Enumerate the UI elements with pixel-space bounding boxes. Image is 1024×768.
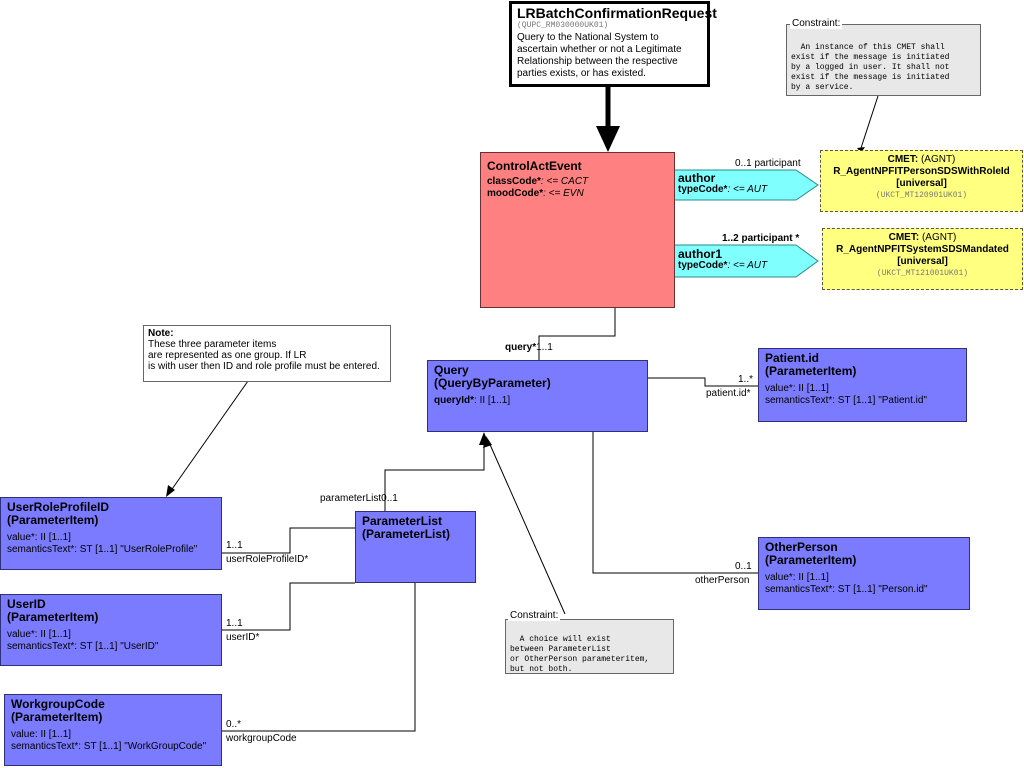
query-link-label: query*1..1 <box>505 342 553 353</box>
workgroup-attr1: value: II [1..1] <box>11 729 72 740</box>
workgroup-role: workgroupCode <box>226 733 297 744</box>
user-id-box: UserID (ParameterItem) value*: II [1..1]… <box>0 594 222 666</box>
workgroup-code-box: WorkgroupCode (ParameterItem) value: II … <box>4 694 222 766</box>
constraint1-pointer <box>860 95 879 149</box>
patient-id-box: Patient.id (ParameterItem) value*: II [1… <box>758 348 967 422</box>
workgroup-title: WorkgroupCode <box>11 697 105 711</box>
control-act-title: ControlActEvent <box>487 159 582 173</box>
other-person-box: OtherPerson (ParameterItem) value*: II [… <box>758 537 970 610</box>
user-id-mult: 1..1 <box>226 618 243 629</box>
parameter-group-note: Note: These three parameter items are re… <box>143 325 391 382</box>
workgroup-attr2: semanticsText*: ST [1..1] "WorkGroupCode… <box>11 741 207 752</box>
entry-title: LRBatchConfirmationRequest <box>517 5 717 21</box>
user-id-title: UserID <box>7 597 46 611</box>
user-role-mult: 1..1 <box>226 540 243 551</box>
user-role-link <box>222 527 355 554</box>
entry-arrow-head <box>596 126 620 152</box>
user-id-attr1: value*: II [1..1] <box>7 629 71 640</box>
cmet1-qualifier: [universal] <box>896 178 947 189</box>
other-person-attr1: value*: II [1..1] <box>765 572 829 583</box>
cmet2-name: R_AgentNPFITSystemSDSMandated <box>836 244 1009 255</box>
cmet2-code: (UKCT_MT121001UK01) <box>876 269 969 278</box>
patient-mult: 1..* <box>738 374 754 385</box>
user-role-attr2: semanticsText*: ST [1..1] "UserRoleProfi… <box>7 544 198 555</box>
constraint-note-cmet: An instance of this CMET shall exist if … <box>786 24 981 96</box>
constraint2-pointer <box>487 439 566 615</box>
entry-description: Query to the National System to ascertai… <box>517 32 682 79</box>
workgroup-subtitle: (ParameterItem) <box>11 710 103 724</box>
author-participant-label: 0..1 participant <box>735 158 801 169</box>
cmet-system-sds-box: CMET: (AGNT) R_AgentNPFITSystemSDSMandat… <box>822 228 1023 290</box>
user-id-role: userID* <box>226 632 260 643</box>
author1-name: author1 <box>678 247 723 261</box>
patient-link <box>648 377 758 387</box>
cmet1-name: R_AgentNPFITPersonSDSWithRoleId <box>833 166 1010 177</box>
parameter-list-title: ParameterList <box>362 514 443 528</box>
query-id-attr: queryId*: II [1..1] <box>434 395 511 406</box>
class-code-attr: classCode*: <= CACT <box>487 176 589 187</box>
constraint1-title: Constraint: <box>790 18 843 29</box>
user-role-subtitle: (ParameterItem) <box>7 513 99 527</box>
patient-attr2: semanticsText*: ST [1..1] "Patient.id" <box>765 395 927 406</box>
control-act-event-box: ControlActEvent classCode*: <= CACT mood… <box>480 152 675 308</box>
constraint2-title: Constraint: <box>508 610 561 621</box>
user-role-title: UserRoleProfileID <box>7 500 110 514</box>
workgroup-mult: 0..* <box>226 719 242 730</box>
patient-title: Patient.id <box>765 351 820 365</box>
entry-point-box: LRBatchConfirmationRequest (QUPC_RM03000… <box>509 1 717 87</box>
patient-subtitle: (ParameterItem) <box>765 364 857 378</box>
user-id-subtitle: (ParameterItem) <box>7 610 99 624</box>
author1-arrow: author1 typeCode*: <= AUT <box>678 247 768 271</box>
other-person-attr2: semanticsText*: ST [1..1] "Person.id" <box>765 584 928 595</box>
parameter-list-subtitle: (ParameterList) <box>362 527 451 541</box>
constraint-note-choice: A choice will exist between ParameterLis… <box>505 619 674 674</box>
cmet1-code: (UKCT_MT120901UK01) <box>875 191 968 200</box>
user-id-link <box>222 582 355 631</box>
patient-attr1: value*: II [1..1] <box>765 383 829 394</box>
other-person-title: OtherPerson <box>765 540 838 554</box>
author-arrow: author typeCode*: <= AUT <box>678 171 768 195</box>
user-role-profile-box: UserRoleProfileID (ParameterItem) value*… <box>0 497 222 570</box>
other-person-role: otherPerson <box>695 575 750 586</box>
parameter-list-link <box>384 436 485 511</box>
user-role-attr1: value*: II [1..1] <box>7 532 71 543</box>
note1-title: Note: <box>148 328 174 339</box>
cmet2-qualifier: [universal] <box>897 256 948 267</box>
cmet-person-sds-box: CMET: (AGNT) R_AgentNPFITPersonSDSWithRo… <box>820 150 1023 212</box>
constraint2-text: A choice will exist between ParameterLis… <box>510 635 650 674</box>
mood-code-attr: moodCode*: <= EVN <box>487 188 584 199</box>
workgroup-link <box>222 583 416 732</box>
parameter-list-box: ParameterList (ParameterList) <box>355 511 476 583</box>
author1-participant-label: 1..2 participant * <box>722 233 800 244</box>
query-link <box>538 307 616 360</box>
user-id-attr2: semanticsText*: ST [1..1] "UserID" <box>7 641 159 652</box>
other-person-subtitle: (ParameterItem) <box>765 553 857 567</box>
note1-text: These three parameter items are represen… <box>148 339 380 372</box>
query-subtitle: (QueryByParameter) <box>434 376 551 390</box>
entry-code: (QUPC_RM030000UK01) <box>517 21 609 30</box>
note1-pointer <box>169 380 249 493</box>
query-box: Query (QueryByParameter) queryId*: II [1… <box>427 360 648 432</box>
parameter-list-link-label: parameterList0..1 <box>320 493 398 504</box>
user-role-role: userRoleProfileID* <box>226 554 309 565</box>
constraint1-text: An instance of this CMET shall exist if … <box>791 43 950 92</box>
query-title: Query <box>434 363 469 377</box>
other-person-mult: 0..1 <box>735 561 752 572</box>
author-name: author <box>678 171 716 185</box>
other-person-link <box>592 432 758 574</box>
patient-role: patient.id* <box>706 388 751 399</box>
